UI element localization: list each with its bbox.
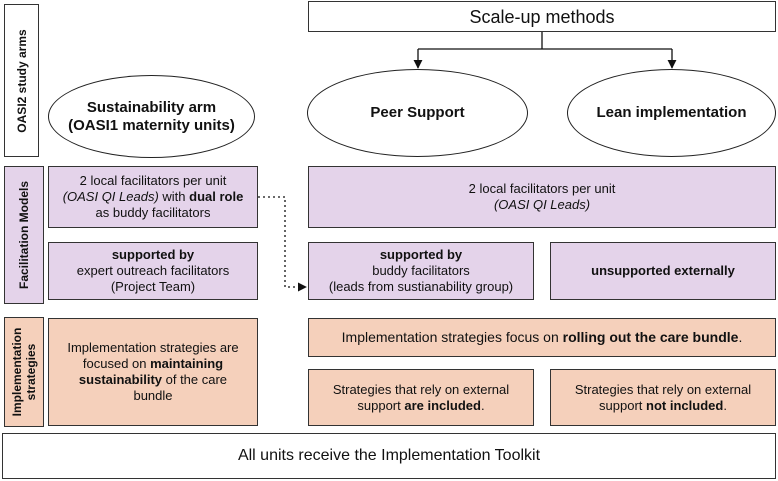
- lean-strategies-box: Strategies that rely on external support…: [550, 369, 776, 426]
- sust-strat-line1: Implementation strategies are: [67, 340, 239, 355]
- scale-strat-bold: rolling out the care bundle: [562, 329, 739, 345]
- scale-strat-pre: Implementation strategies focus on: [341, 329, 563, 345]
- peer-strategies-box: Strategies that rely on external support…: [308, 369, 534, 426]
- sustainability-arm-line1: Sustainability arm: [86, 98, 217, 116]
- sust-fac-italic: (OASI QI Leads): [62, 189, 159, 204]
- label-implementation-strategies: Implementation strategies: [4, 317, 44, 427]
- sust-strat-line4: bundle: [133, 388, 173, 403]
- lean-strat-post: .: [723, 397, 727, 413]
- scaleup-methods-box: Scale-up methods: [308, 1, 776, 32]
- sust-strat-post: of the care: [162, 372, 228, 387]
- peer-strat-post: .: [480, 397, 485, 413]
- sust-support-bold: supported by: [111, 247, 195, 262]
- sust-fac-line2: (OASI QI Leads) with dual role: [63, 189, 244, 205]
- label-study-arms-text: OASI2 study arms: [14, 28, 29, 133]
- peer-strat-line1: Strategies that rely on external: [332, 381, 510, 397]
- lean-strat-bold: not included: [646, 397, 724, 413]
- peer-support-line2: buddy facilitators: [372, 263, 470, 278]
- sustainability-arm-line2: (OASI1 maternity units): [68, 116, 235, 134]
- sust-strat-bold2: sustainability: [78, 372, 162, 387]
- lean-strat-line2: support not included.: [575, 398, 751, 414]
- lean-implementation-label: Lean implementation: [596, 104, 747, 121]
- buddy-dotted-arrow: [258, 196, 307, 292]
- sustainability-arm-ellipse: Sustainability arm (OASI1 maternity unit…: [48, 75, 255, 158]
- toolkit-footer-text: All units receive the Implementation Too…: [237, 447, 541, 464]
- lean-support-text: unsupported externally: [591, 263, 735, 278]
- sustainability-strategies-box: Implementation strategies are focused on…: [48, 318, 258, 426]
- scaleup-methods-title: Scale-up methods: [469, 6, 615, 27]
- sust-fac-mid: with: [158, 189, 190, 204]
- peer-support-line3: (leads from sustianability group): [328, 279, 514, 294]
- peer-strat-bold: are included: [404, 397, 481, 413]
- scale-fac-line1: 2 local facilitators per unit: [468, 181, 616, 196]
- label-study-arms: OASI2 study arms: [4, 4, 39, 157]
- lean-strat-pre: support: [599, 397, 647, 413]
- sustainability-support-box: supported by expert outreach facilitator…: [48, 242, 258, 300]
- sust-fac-line3: as buddy facilitators: [95, 205, 211, 220]
- label-impl-line2: strategies: [24, 343, 38, 401]
- lean-implementation-ellipse: Lean implementation: [567, 69, 776, 157]
- scale-strat-text: Implementation strategies focus on rolli…: [342, 329, 743, 346]
- sust-strat-line3: sustainability of the care: [67, 372, 238, 388]
- sust-support-line2: expert outreach facilitators: [76, 263, 230, 278]
- scaleup-facilitators-box: 2 local facilitators per unit (OASI QI L…: [308, 166, 776, 228]
- toolkit-footer-box: All units receive the Implementation Too…: [2, 433, 776, 479]
- peer-strat-pre: support: [357, 397, 405, 413]
- peer-support-ellipse: Peer Support: [307, 69, 528, 157]
- scale-strat-post: .: [738, 329, 743, 345]
- label-impl-line1: Implementation: [10, 327, 24, 417]
- lean-strat-line1: Strategies that rely on external: [574, 381, 752, 397]
- label-implementation-strategies-text: Implementation strategies: [10, 328, 38, 417]
- peer-strat-line2: support are included.: [333, 398, 509, 414]
- sust-fac-line1: 2 local facilitators per unit: [79, 173, 227, 188]
- peer-support-bold: supported by: [379, 247, 463, 262]
- sust-support-line3: (Project Team): [110, 279, 196, 294]
- label-facilitation-models: Facilitation Models: [4, 166, 44, 304]
- sust-strat-line2: focused on maintaining: [67, 356, 238, 372]
- peer-support-label: Peer Support: [370, 104, 465, 121]
- sust-strat-pre: focused on: [82, 356, 151, 371]
- lean-support-box: unsupported externally: [550, 242, 776, 300]
- scaleup-strategies-box: Implementation strategies focus on rolli…: [308, 318, 776, 357]
- scale-fac-italic: (OASI QI Leads): [493, 197, 591, 212]
- peer-support-box: supported by buddy facilitators (leads f…: [308, 242, 534, 300]
- sustainability-facilitators-box: 2 local facilitators per unit (OASI QI L…: [48, 166, 258, 228]
- label-facilitation-models-text: Facilitation Models: [17, 180, 31, 290]
- sust-fac-bold: dual role: [189, 189, 244, 204]
- sust-strat-bold1: maintaining: [150, 356, 224, 371]
